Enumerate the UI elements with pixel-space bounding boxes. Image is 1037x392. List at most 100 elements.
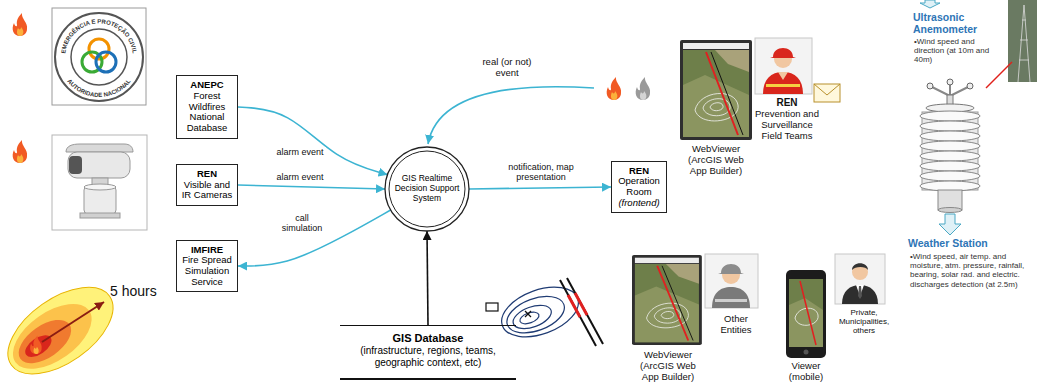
- envelope-icon: [814, 84, 840, 102]
- fire-spread-figure: [42, 302, 104, 342]
- fire-icon: [13, 140, 27, 163]
- node-text: GIS Realtime Decision Support System: [391, 174, 463, 203]
- sensor-heading: Ultrasonic Anemometer: [913, 11, 993, 35]
- weather-station-device: [920, 151, 980, 161]
- database-box: ANEPCForest Wildfires National Database: [176, 75, 238, 138]
- camera-picture: [66, 144, 133, 152]
- agency-logo: [71, 29, 127, 85]
- person-icon: [705, 254, 758, 308]
- weather-station-device: [920, 161, 980, 171]
- team-label: Prevention and Surveillance Field Teams: [755, 109, 819, 142]
- viewer-caption: WebViewer (ArcGIS Web App Builder): [635, 350, 701, 383]
- weather-station-device: [920, 121, 980, 131]
- mobile-viewer: [795, 308, 818, 325]
- connector-arrow: [238, 107, 388, 175]
- map-sketch: [560, 280, 596, 346]
- weather-station-device: [920, 171, 980, 181]
- node-heading: REN: [180, 169, 234, 180]
- tower-photo: [986, 0, 1037, 88]
- connector-arrow: [469, 187, 611, 189]
- map-sketch: [502, 289, 569, 340]
- node-text: (infrastructure, regions, teams, geograp…: [342, 345, 514, 369]
- sensor-note: •Wind speed, air temp. and moisture, atm…: [910, 252, 1032, 289]
- event-arrow: [428, 87, 594, 144]
- weather-station-device: [920, 79, 980, 213]
- node-heading: GIS Database: [342, 332, 514, 345]
- weather-station-device: [920, 111, 980, 121]
- person-icon: [712, 287, 750, 308]
- frontend-box: RENOperation Room(frontend): [611, 161, 667, 214]
- person-icon: [835, 254, 885, 304]
- tower-photo: [1008, 0, 1037, 82]
- team-heading: REN: [776, 97, 797, 109]
- fire-spread-figure: [0, 270, 128, 391]
- logo-text: EMERGÊNCIA E PROTEÇÃO CIVIL: [60, 18, 138, 54]
- mobile-viewer: [786, 270, 826, 358]
- person-icon: [778, 72, 788, 80]
- duration-label: 5 hours: [110, 283, 157, 299]
- map-sketch: [525, 311, 531, 317]
- edge-label: call simulation: [273, 213, 331, 234]
- map-sketch: [575, 293, 587, 315]
- logo-text: AUTORIDADE NACIONAL: [66, 78, 132, 98]
- fire-icon: [13, 13, 27, 36]
- person-icon: [755, 38, 812, 94]
- person-icon: [715, 299, 747, 302]
- agency-logo: [55, 13, 143, 101]
- map-sketch: [510, 301, 554, 333]
- fire-spread-figure: [11, 311, 79, 372]
- event-label: real (or not) event: [475, 57, 539, 79]
- person-icon: [766, 84, 800, 87]
- camera-picture: [84, 184, 116, 190]
- fire-spread-figure: [30, 336, 42, 354]
- person-icon: [835, 254, 885, 304]
- person-icon: [705, 254, 758, 308]
- camera-picture: [69, 156, 82, 174]
- person-icon: [852, 263, 868, 270]
- camera-box: RENVisible and IR Cameras: [176, 164, 238, 206]
- agency-logo: [52, 8, 146, 105]
- connector-arrow: [238, 210, 391, 266]
- node-heading: ANEPC: [180, 80, 234, 91]
- weather-station-device: [938, 208, 962, 213]
- service-box: IMFIREFire Spread Simulation Service: [176, 240, 238, 293]
- logo-text: EMERGÊNCIA E PROTEÇÃO CIVIL: [60, 18, 138, 54]
- person-icon: [842, 285, 878, 304]
- camera-picture: [52, 135, 147, 230]
- database-table: GIS Database(infrastructure, regions, te…: [340, 325, 516, 380]
- webviewer-screenshot: [632, 255, 702, 345]
- camera-picture: [52, 135, 147, 230]
- node-text: Forest Wildfires National Database: [180, 91, 234, 134]
- logo-text: AUTORIDADE NACIONAL: [66, 78, 132, 98]
- weather-station-device: [967, 83, 973, 89]
- circle-outline: [385, 147, 469, 231]
- person-icon: [852, 264, 868, 280]
- weather-station-device: [927, 83, 933, 89]
- fire-icon: [607, 77, 621, 100]
- envelope-icon: [814, 84, 840, 95]
- map-sketch: [486, 278, 603, 347]
- person-icon: [770, 48, 796, 58]
- node-text: Operation Room: [615, 176, 663, 197]
- person-icon: [718, 264, 744, 274]
- viewer-caption: WebViewer (ArcGIS Web App Builder): [683, 144, 749, 177]
- camera-picture: [68, 152, 130, 178]
- fire-spread-figure: [0, 270, 128, 391]
- mobile-viewer: [800, 281, 816, 345]
- mobile-viewer: [804, 350, 809, 355]
- map-sketch: [518, 310, 540, 326]
- camera-picture: [80, 213, 120, 218]
- node-text: Fire Spread Simulation Service: [180, 255, 234, 287]
- envelope-icon: [814, 84, 840, 102]
- node-heading: IMFIRE: [180, 245, 234, 256]
- node-heading: REN: [615, 166, 663, 177]
- weather-station-device: [920, 141, 980, 151]
- tower-photo: [1018, 5, 1030, 82]
- webviewer-screenshot: [680, 40, 752, 140]
- connector-arrow: [427, 231, 428, 325]
- person-icon: [755, 38, 812, 94]
- map-sketch: [486, 303, 498, 311]
- sensor-heading: Weather Station: [908, 237, 988, 249]
- edge-label: notification, map presentation: [497, 162, 585, 183]
- agency-logo: [96, 52, 116, 72]
